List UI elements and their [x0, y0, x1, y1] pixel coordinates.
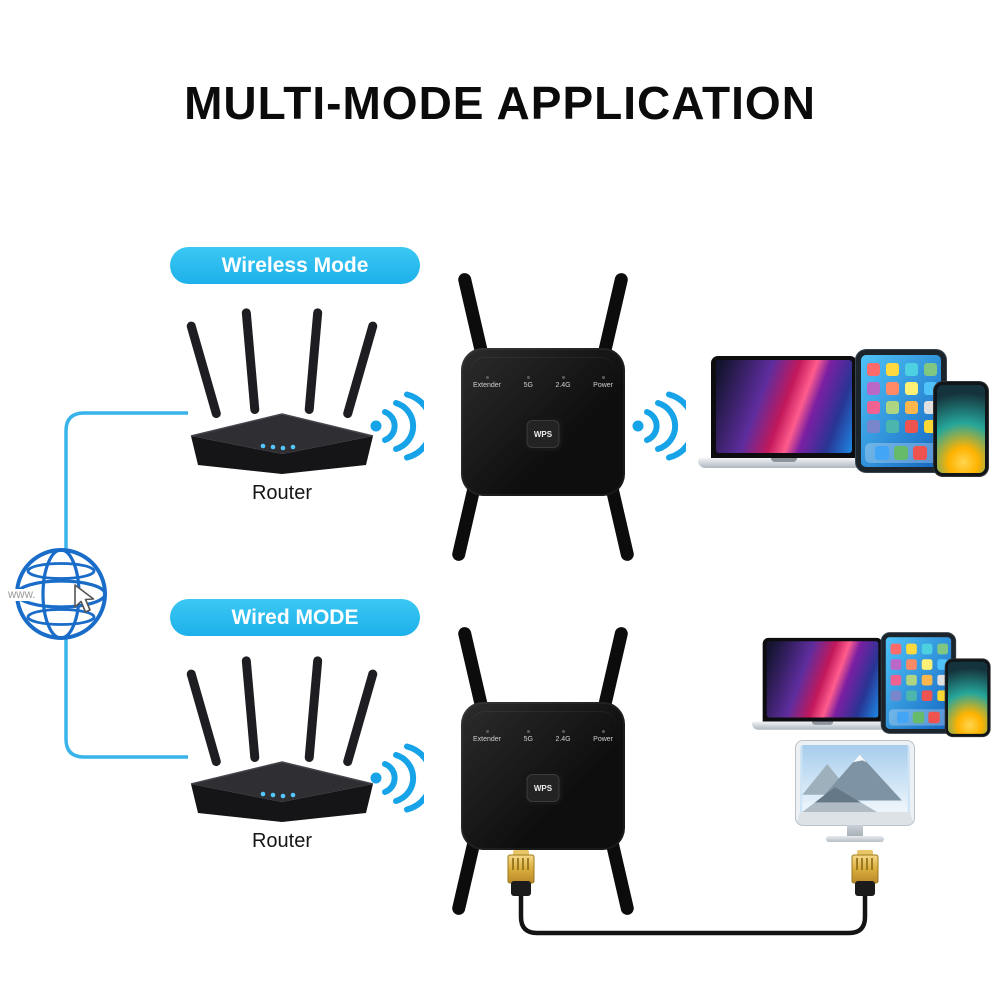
phone-screen — [947, 661, 988, 734]
led-label: Extender — [473, 376, 501, 389]
wifi-signal-icon — [370, 391, 424, 461]
phone-illustration — [934, 382, 988, 476]
wired-mode-badge: Wired MODE — [170, 599, 420, 636]
monitor-screen — [796, 741, 914, 825]
laptop-screen — [711, 356, 857, 458]
client-devices-wireless — [698, 350, 990, 484]
extender-device: Extender 5G 2.4G Power WPS — [450, 622, 636, 920]
wps-button: WPS — [526, 420, 560, 448]
wifi-signal-icon — [370, 743, 424, 813]
laptop-illustration — [752, 637, 894, 730]
tablet-screen — [885, 637, 952, 729]
extender-led-labels: Extender 5G 2.4G Power — [473, 730, 613, 743]
laptop-screen — [762, 637, 883, 722]
laptop-base — [698, 458, 870, 468]
led-label: 5G — [524, 730, 533, 743]
page-title: MULTI-MODE APPLICATION — [184, 77, 816, 129]
router-led-lights — [260, 791, 296, 799]
monitor-stand — [847, 825, 863, 836]
wps-button: WPS — [526, 774, 560, 802]
tablet-illustration — [856, 350, 946, 472]
router-illustration — [186, 308, 378, 474]
extender-body: Extender 5G 2.4G Power WPS — [461, 702, 625, 850]
www-label: www. — [6, 589, 38, 601]
wireless-mode-badge: Wireless Mode — [170, 247, 420, 284]
router-label: Router — [251, 830, 313, 852]
phone-screen — [937, 385, 985, 473]
cursor-arrow-icon — [74, 584, 95, 613]
wifi-signal-icon — [632, 391, 686, 461]
laptop-illustration — [698, 356, 870, 468]
laptop-wallpaper — [766, 641, 879, 718]
laptop-wallpaper — [716, 360, 852, 453]
phone-illustration — [945, 659, 990, 737]
router-label: Router — [251, 482, 313, 504]
led-label: Power — [593, 730, 613, 743]
led-label: 5G — [524, 376, 533, 389]
tablet-illustration — [881, 633, 956, 734]
tablet-screen — [861, 355, 941, 467]
laptop-base — [752, 721, 894, 730]
led-label: 2.4G — [555, 730, 570, 743]
rj45-connector — [851, 850, 879, 896]
monitor-illustration — [796, 741, 914, 842]
extender-led-labels: Extender 5G 2.4G Power — [473, 376, 613, 389]
led-label: Extender — [473, 730, 501, 743]
led-label: 2.4G — [555, 376, 570, 389]
client-devices-wired — [752, 633, 991, 743]
led-label: Power — [593, 376, 613, 389]
extender-device: Extender 5G 2.4G Power WPS — [450, 268, 636, 566]
monitor-base — [826, 836, 884, 842]
router-led-lights — [260, 443, 296, 451]
extender-body: Extender 5G 2.4G Power WPS — [461, 348, 625, 496]
router-illustration — [186, 656, 378, 822]
